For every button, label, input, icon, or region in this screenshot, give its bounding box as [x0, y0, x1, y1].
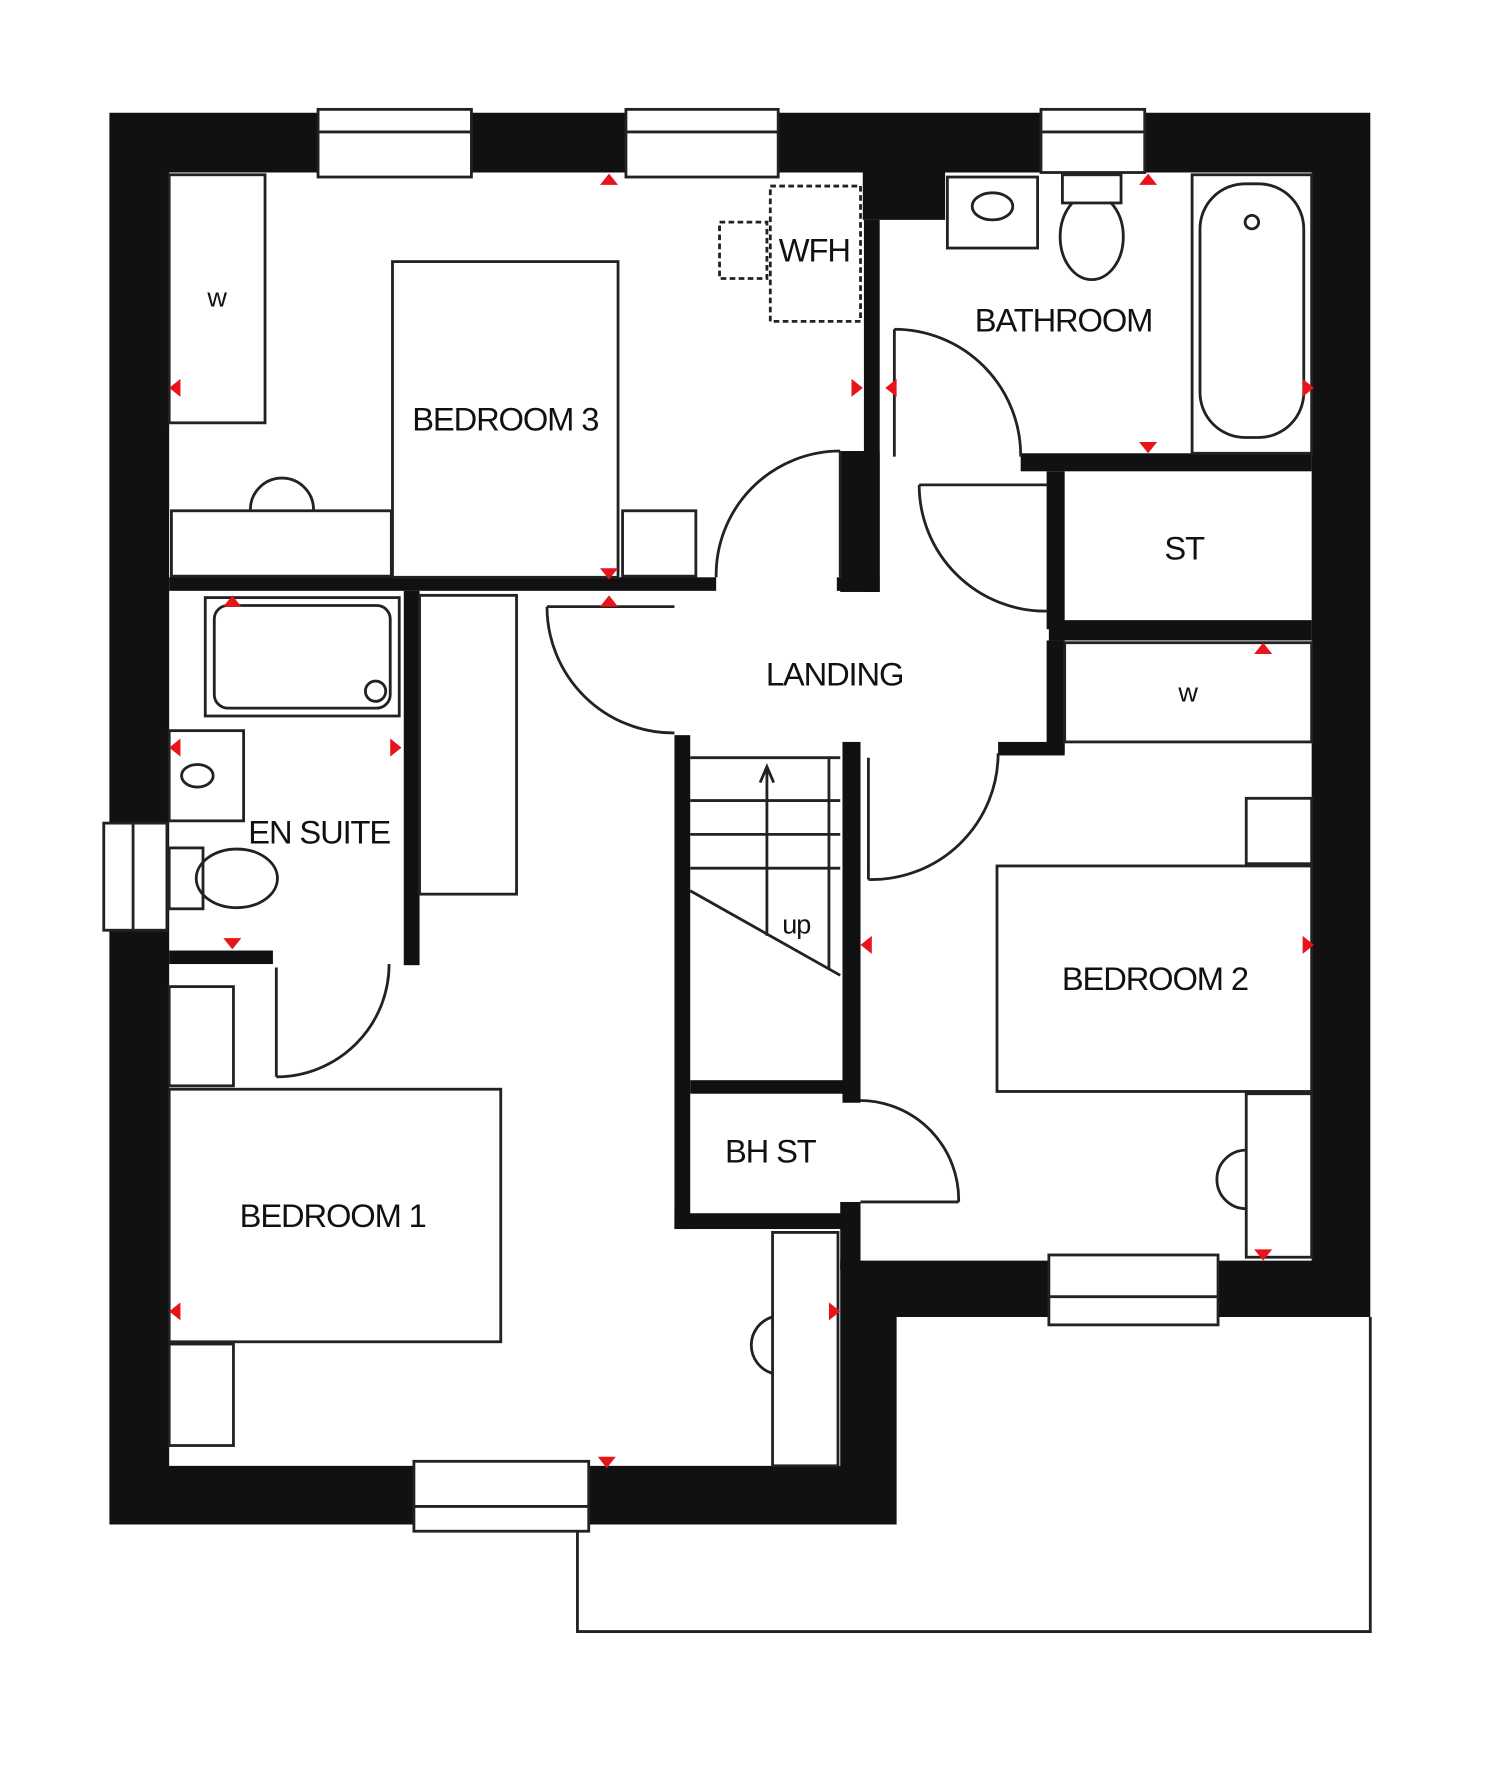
wardrobe-bedroom3: [167, 173, 267, 425]
bathroom-basin: [945, 175, 1040, 250]
label-wardrobe-bedroom3: w: [206, 283, 227, 313]
windows: [102, 107, 1220, 1533]
label-bedroom1: BEDROOM 1: [240, 1197, 426, 1234]
label-landing: LANDING: [766, 656, 903, 693]
bathroom-toilet: [1058, 192, 1125, 282]
label-bulkhead-store: BH ST: [725, 1133, 817, 1170]
internal-walls: [169, 219, 1312, 1270]
label-bedroom3: BEDROOM 3: [412, 401, 598, 438]
label-wardrobe-bedroom2: w: [1177, 677, 1198, 707]
bath: [1190, 173, 1314, 455]
label-stairs-up: up: [782, 910, 810, 940]
label-en-suite: EN SUITE: [248, 813, 390, 850]
fixtures: [167, 173, 1314, 1468]
bed-bedroom2: [995, 864, 1314, 1093]
label-wfh: WFH: [779, 232, 850, 269]
terrace-outline: [576, 1316, 1372, 1633]
label-store: ST: [1164, 529, 1205, 566]
socket-markers: [169, 173, 1314, 1469]
wardrobe-bedroom2: [1063, 641, 1314, 744]
label-bedroom2: BEDROOM 2: [1062, 960, 1248, 997]
staircase: [689, 756, 841, 977]
wfh-desk: [768, 184, 862, 323]
room-labels: BEDROOM 3 w WFH BATHROOM ST LANDING w EN…: [206, 232, 1249, 1234]
doors: [274, 327, 1047, 1204]
bed-bedroom1: [167, 1087, 503, 1344]
bed-bedroom3: [391, 260, 620, 579]
label-bathroom: BATHROOM: [975, 302, 1152, 339]
en-suite-toilet: [194, 847, 279, 910]
